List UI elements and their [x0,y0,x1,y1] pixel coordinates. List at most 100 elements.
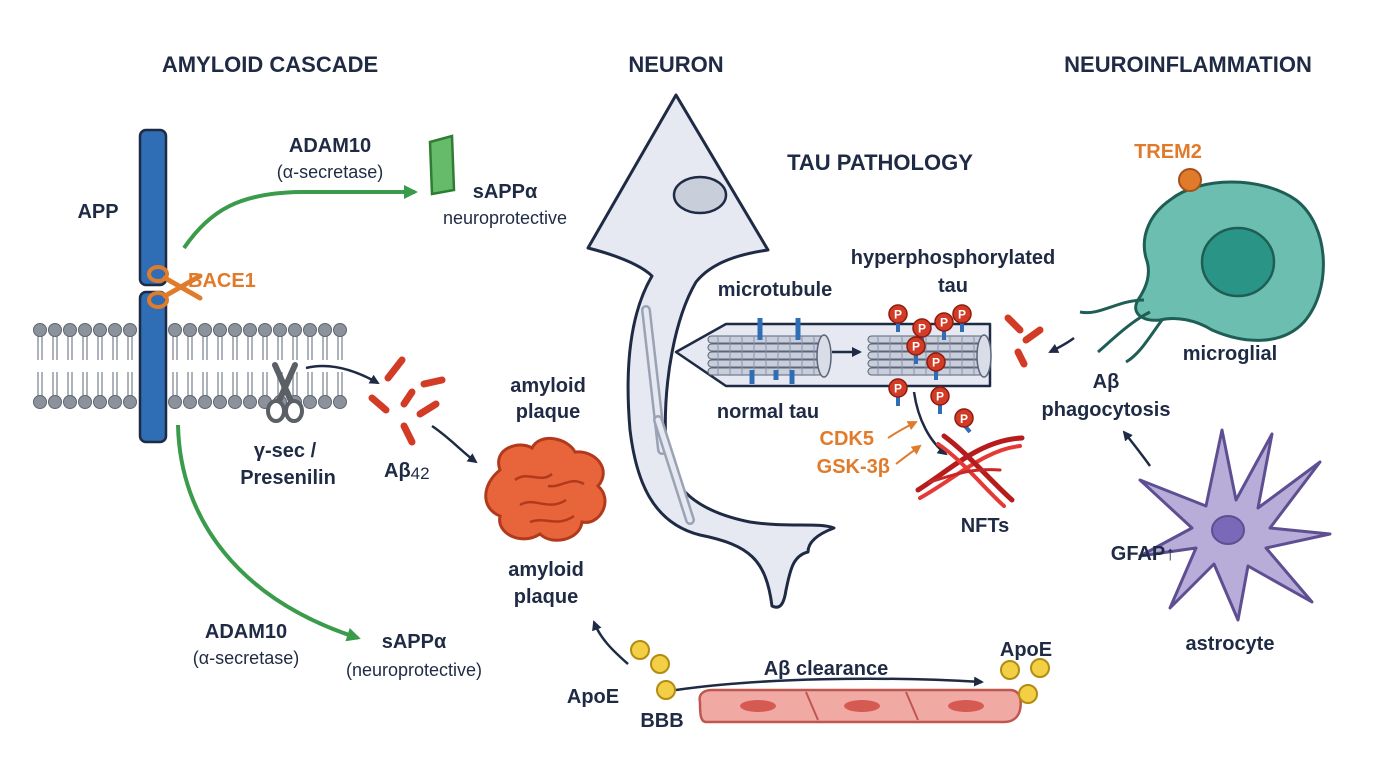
neuroprotective-top-label: neuroprotective [443,208,567,228]
abeta-fragment [400,422,416,446]
lipid-head [168,395,182,409]
gsk3b-arrow [895,444,922,465]
lipid-head [228,323,242,337]
amyloid-plaque-icon [484,437,607,542]
neuron-icon [586,93,836,609]
lipid-head [243,395,257,409]
amyloid-plaque-top-label-2: plaque [516,401,580,423]
phosphate-group-icon [934,312,954,332]
lipid-head [228,395,242,409]
heading-neuroinflammation: NEUROINFLAMMATION [1064,52,1312,77]
abeta-text: Aβ [384,460,411,482]
normal-tau-label: normal tau [717,401,819,423]
astrocyte-to-phagocytosis-arrow [1122,430,1152,467]
lipid-head [63,395,77,409]
neuroprotective-bottom-label: (neuroprotective) [346,660,482,680]
alpha-secretase-bottom-label: (α-secretase) [193,648,299,668]
apoe-left-label: ApoE [567,686,619,708]
alpha-secretase-top-label: (α-secretase) [277,162,383,182]
abeta-phagocytosis-label-2: phagocytosis [1042,399,1171,421]
lipid-head [33,395,47,409]
gsk3b-label: GSK-3β [817,456,890,478]
lipid-head [93,395,107,409]
abeta-fragment [400,388,416,408]
lipid-head [333,323,347,337]
hyperphosphorylated-microtubule [867,334,992,378]
cdk5-label: CDK5 [820,428,874,450]
hyper-to-nft-arrow [912,391,948,456]
lipid-head [108,323,122,337]
lipid-head [183,323,197,337]
lipid-head [123,323,137,337]
sappa-top-label: sAPPα [473,181,538,203]
phosphate-group-icon [888,378,908,398]
abeta-fragment [368,394,390,414]
phosphate-label: P [958,308,966,322]
gamma-sec-label: γ-sec / [254,440,317,462]
microglia-engulf-arrow [1048,336,1075,354]
normal-microtubule [707,318,832,384]
adam10-bottom-arrow [176,424,361,642]
bbb-label: BBB [640,710,683,732]
lipid-head [303,395,317,409]
lipid-head [333,395,347,409]
hyperphosphorylated-label: hyperphosphorylated [851,247,1055,269]
microtubule-end [976,334,992,378]
lipid-head [273,323,287,337]
phosphate-group-icon [888,304,908,324]
abeta-fragment [420,376,446,388]
bace1-label: BACE1 [188,270,256,292]
hyperphosphorylated-tau-label: tau [938,275,968,297]
phosphate-group-icon [912,318,932,338]
apoe-right-particles [1000,658,1050,704]
astrocyte-cell-icon [1138,428,1332,622]
heading-neuron: NEURON [628,52,723,77]
lipid-head [288,323,302,337]
lipid-head [198,323,212,337]
phosphate-label: P [936,390,944,404]
lipid-head [258,323,272,337]
apoe-right-label: ApoE [1000,639,1052,661]
abeta-subscript: 42 [411,464,430,483]
adam10-top-arrow [182,185,418,250]
abeta-clearance-arrow [675,676,984,692]
gamma-to-abeta-arrow [305,364,380,385]
phosphate-label: P [932,356,940,370]
phosphate-label: P [918,322,926,336]
sappa-bottom-label: sAPPα [382,631,447,653]
gamma-secretase-scissors-icon [266,362,304,423]
apoe-to-plaque-arrow [592,620,629,665]
sappa-fragment-top [428,134,456,196]
lipid-head [108,395,122,409]
app-protein [138,128,168,444]
abeta-fragment [384,356,406,382]
nft-tangle-icon: P [915,408,1025,508]
lipid-head [183,395,197,409]
lipid-bilayer [33,323,347,409]
microglial-label: microglial [1183,343,1277,365]
lipid-head [243,323,257,337]
phosphate-group-icon [952,304,972,324]
presenilin-label: Presenilin [240,467,336,489]
lipid-head [213,323,227,337]
bace1-scissors-icon [147,265,203,309]
lipid-head [93,323,107,337]
amyloid-plaque-top-label-1: amyloid [510,375,586,397]
phosphate-label: P [940,316,948,330]
microglia-cell-icon [1079,180,1325,364]
abeta-to-plaque-arrow [431,424,478,464]
trem2-label: TREM2 [1134,141,1202,163]
cdk5-arrow [887,421,918,439]
abeta42-label: Aβ42 [384,460,430,483]
lipid-head [318,323,332,337]
abeta-phagocytosis-label-1: Aβ [1093,371,1120,393]
abeta-fragment [416,400,440,418]
adam10-top-label: ADAM10 [289,135,371,157]
app-label: APP [77,201,118,223]
lipid-head [33,323,47,337]
bbb-endothelium [698,688,1022,724]
trem2-receptor-icon [1178,168,1202,192]
lipid-head [303,323,317,337]
